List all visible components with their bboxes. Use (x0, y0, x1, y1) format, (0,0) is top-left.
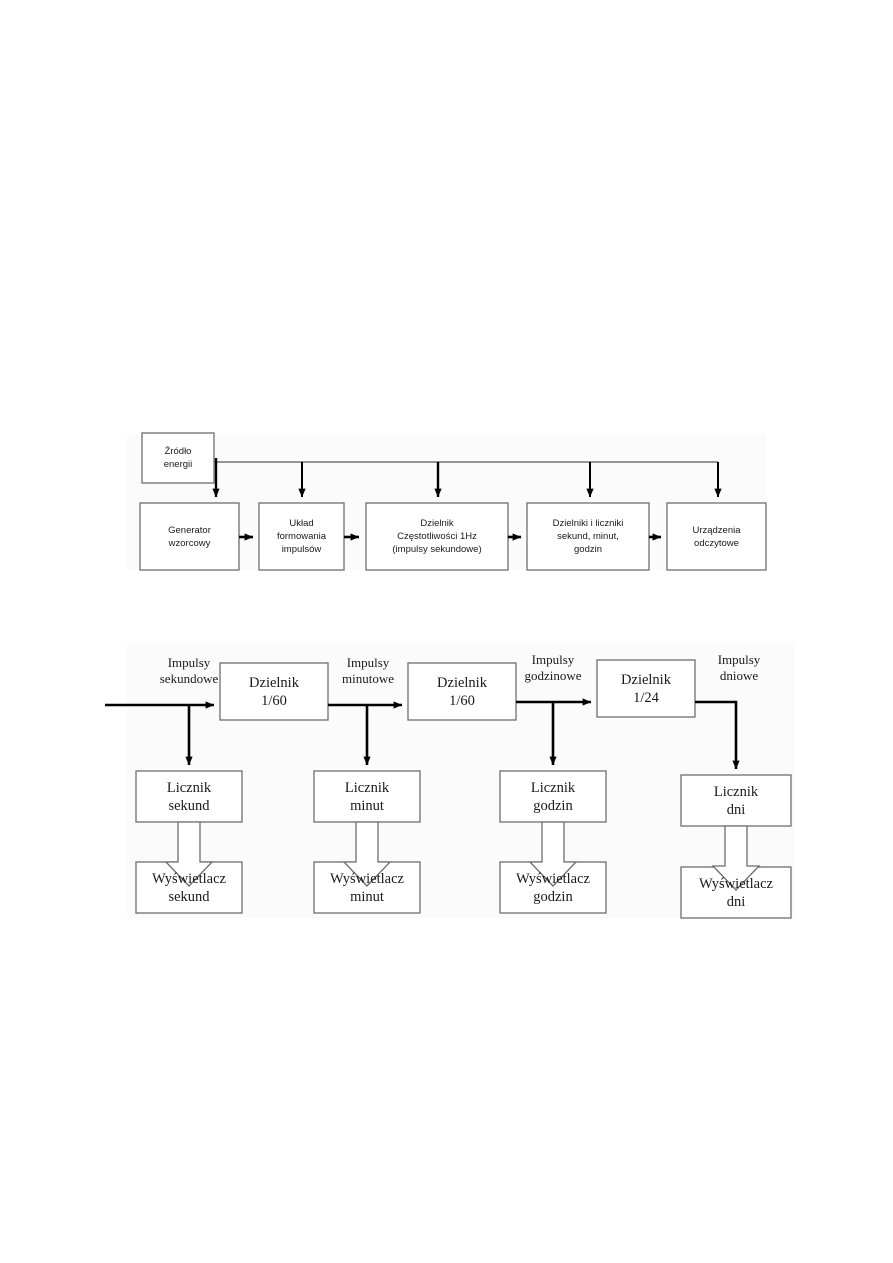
diagram2-group (105, 659, 792, 919)
box-urzadzenia-odczytowe (666, 502, 767, 571)
box-generator-wzorcowy (139, 502, 240, 571)
box-licznik-dni (680, 774, 792, 827)
box-dzielnik-czestotliwosci (365, 502, 509, 571)
tap-days-to-licznik (695, 700, 740, 770)
block-arrow-dni (711, 825, 761, 891)
box-dzielniki-liczniki (526, 502, 650, 571)
box-dzielnik-1-60-b (407, 662, 517, 721)
box-dzielnik-1-60-a (219, 662, 329, 721)
box-licznik-godzin (499, 770, 607, 823)
box-uklad-formowania (258, 502, 345, 571)
box-zrodlo-energii (141, 432, 215, 484)
block-arrow-sekund (164, 821, 214, 887)
box-licznik-sekund (135, 770, 243, 823)
box-licznik-minut (313, 770, 421, 823)
block-arrow-minut (342, 821, 392, 887)
block-arrow-godzin (528, 821, 578, 887)
box-dzielnik-1-24 (596, 659, 696, 718)
diagram1-group (139, 432, 767, 571)
